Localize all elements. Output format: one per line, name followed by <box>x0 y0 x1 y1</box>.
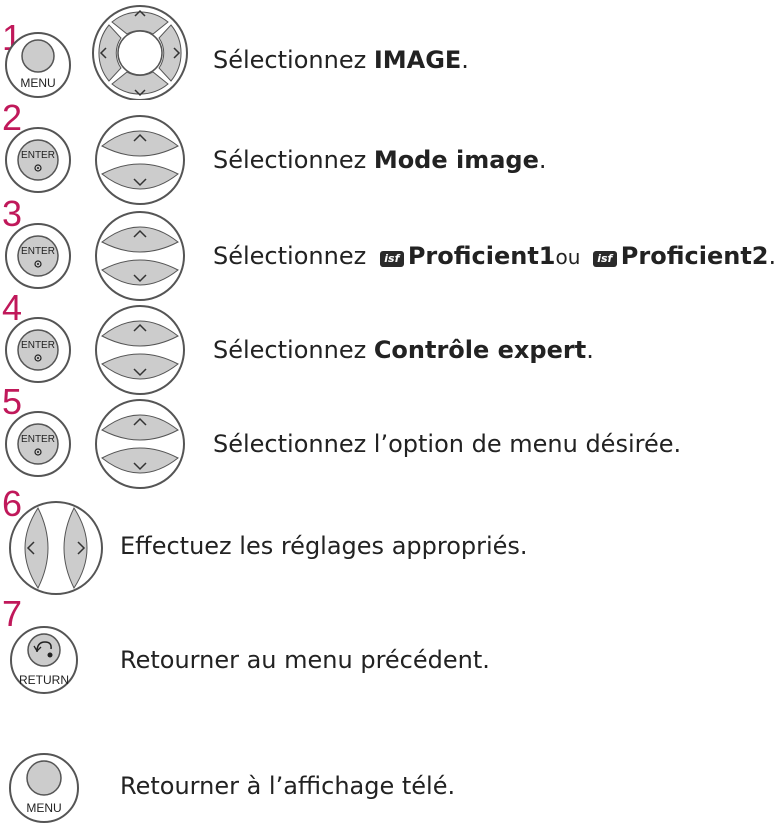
instruction-prefix: Sélectionnez <box>213 146 374 174</box>
enter-button-label: ENTER <box>21 434 55 445</box>
isf-logo-icon: isf <box>379 251 404 267</box>
step-number: 3 <box>2 193 23 234</box>
menu-item-name: Mode image <box>373 146 539 174</box>
instruction-prefix: Sélectionnez <box>213 242 374 270</box>
step-instruction: Sélectionnez IMAGE. <box>213 46 469 74</box>
step-number: 5 <box>2 381 23 422</box>
step-5: 5 ENTER Sélectionnez l’option de menu dé… <box>0 384 779 492</box>
menu-item-name: Proficient2 <box>620 242 769 270</box>
step-instruction: Retourner au menu précédent. <box>120 646 490 674</box>
menu-and-navigation-buttons-icon: MENU <box>5 5 188 100</box>
enter-and-updown-buttons-icon: ENTER <box>5 305 185 395</box>
menu-item-name: Contrôle expert <box>373 336 587 364</box>
step-6: 6 Effectuez les réglages appropriés. <box>0 483 779 595</box>
step-instruction: Sélectionnez Contrôle expert. <box>213 336 594 364</box>
menu-button-label: MENU <box>26 801 61 815</box>
enter-button-label: ENTER <box>21 340 55 351</box>
instruction-suffix: . <box>538 146 547 174</box>
step-1: 1 MENU Sélectionnez IMAGE. <box>0 0 779 100</box>
step-number: 7 <box>2 593 23 634</box>
enter-button-label: ENTER <box>21 246 55 257</box>
step-instruction: Effectuez les réglages appropriés. <box>120 532 528 560</box>
step-number: 4 <box>2 287 23 328</box>
step-exit: MENU Retourner à l’affichage télé. <box>0 708 779 823</box>
left-right-buttons-icon <box>9 501 103 595</box>
enter-and-updown-buttons-icon: ENTER <box>5 399 185 489</box>
step-number: 6 <box>2 483 23 524</box>
step-number: 2 <box>2 97 23 138</box>
step-instruction: Sélectionnez Mode image. <box>213 146 547 174</box>
step-4: 4 ENTER Sélectionnez Contrôle expert. <box>0 290 779 398</box>
instruction-suffix: . <box>586 336 594 364</box>
enter-and-updown-buttons-icon: ENTER <box>5 115 185 205</box>
isf-logo-icon: isf <box>592 251 617 267</box>
step-instruction: Retourner à l’affichage télé. <box>120 772 456 800</box>
step-2: 2 ENTER Sélectionnez Mode image. <box>0 100 779 208</box>
instruction-prefix: Sélectionnez <box>213 46 374 74</box>
return-button-icon: RETURN <box>10 626 78 694</box>
menu-button-icon: MENU <box>9 753 79 823</box>
step-7: 7 RETURN Retourner au menu précédent. <box>0 596 779 700</box>
instruction-suffix: . <box>461 46 469 74</box>
enter-button-label: ENTER <box>21 150 55 161</box>
menu-item-name: Proficient1 <box>407 242 556 270</box>
instruction-suffix: . <box>768 242 777 270</box>
step-instruction: Sélectionnez l’option de menu désirée. <box>213 430 682 458</box>
instruction-prefix: Sélectionnez <box>213 336 374 364</box>
menu-button-label: MENU <box>20 76 55 90</box>
menu-item-name: IMAGE <box>373 46 462 74</box>
enter-and-updown-buttons-icon: ENTER <box>5 211 185 301</box>
instruction-or: ou <box>555 245 587 269</box>
return-button-label: RETURN <box>19 673 69 687</box>
